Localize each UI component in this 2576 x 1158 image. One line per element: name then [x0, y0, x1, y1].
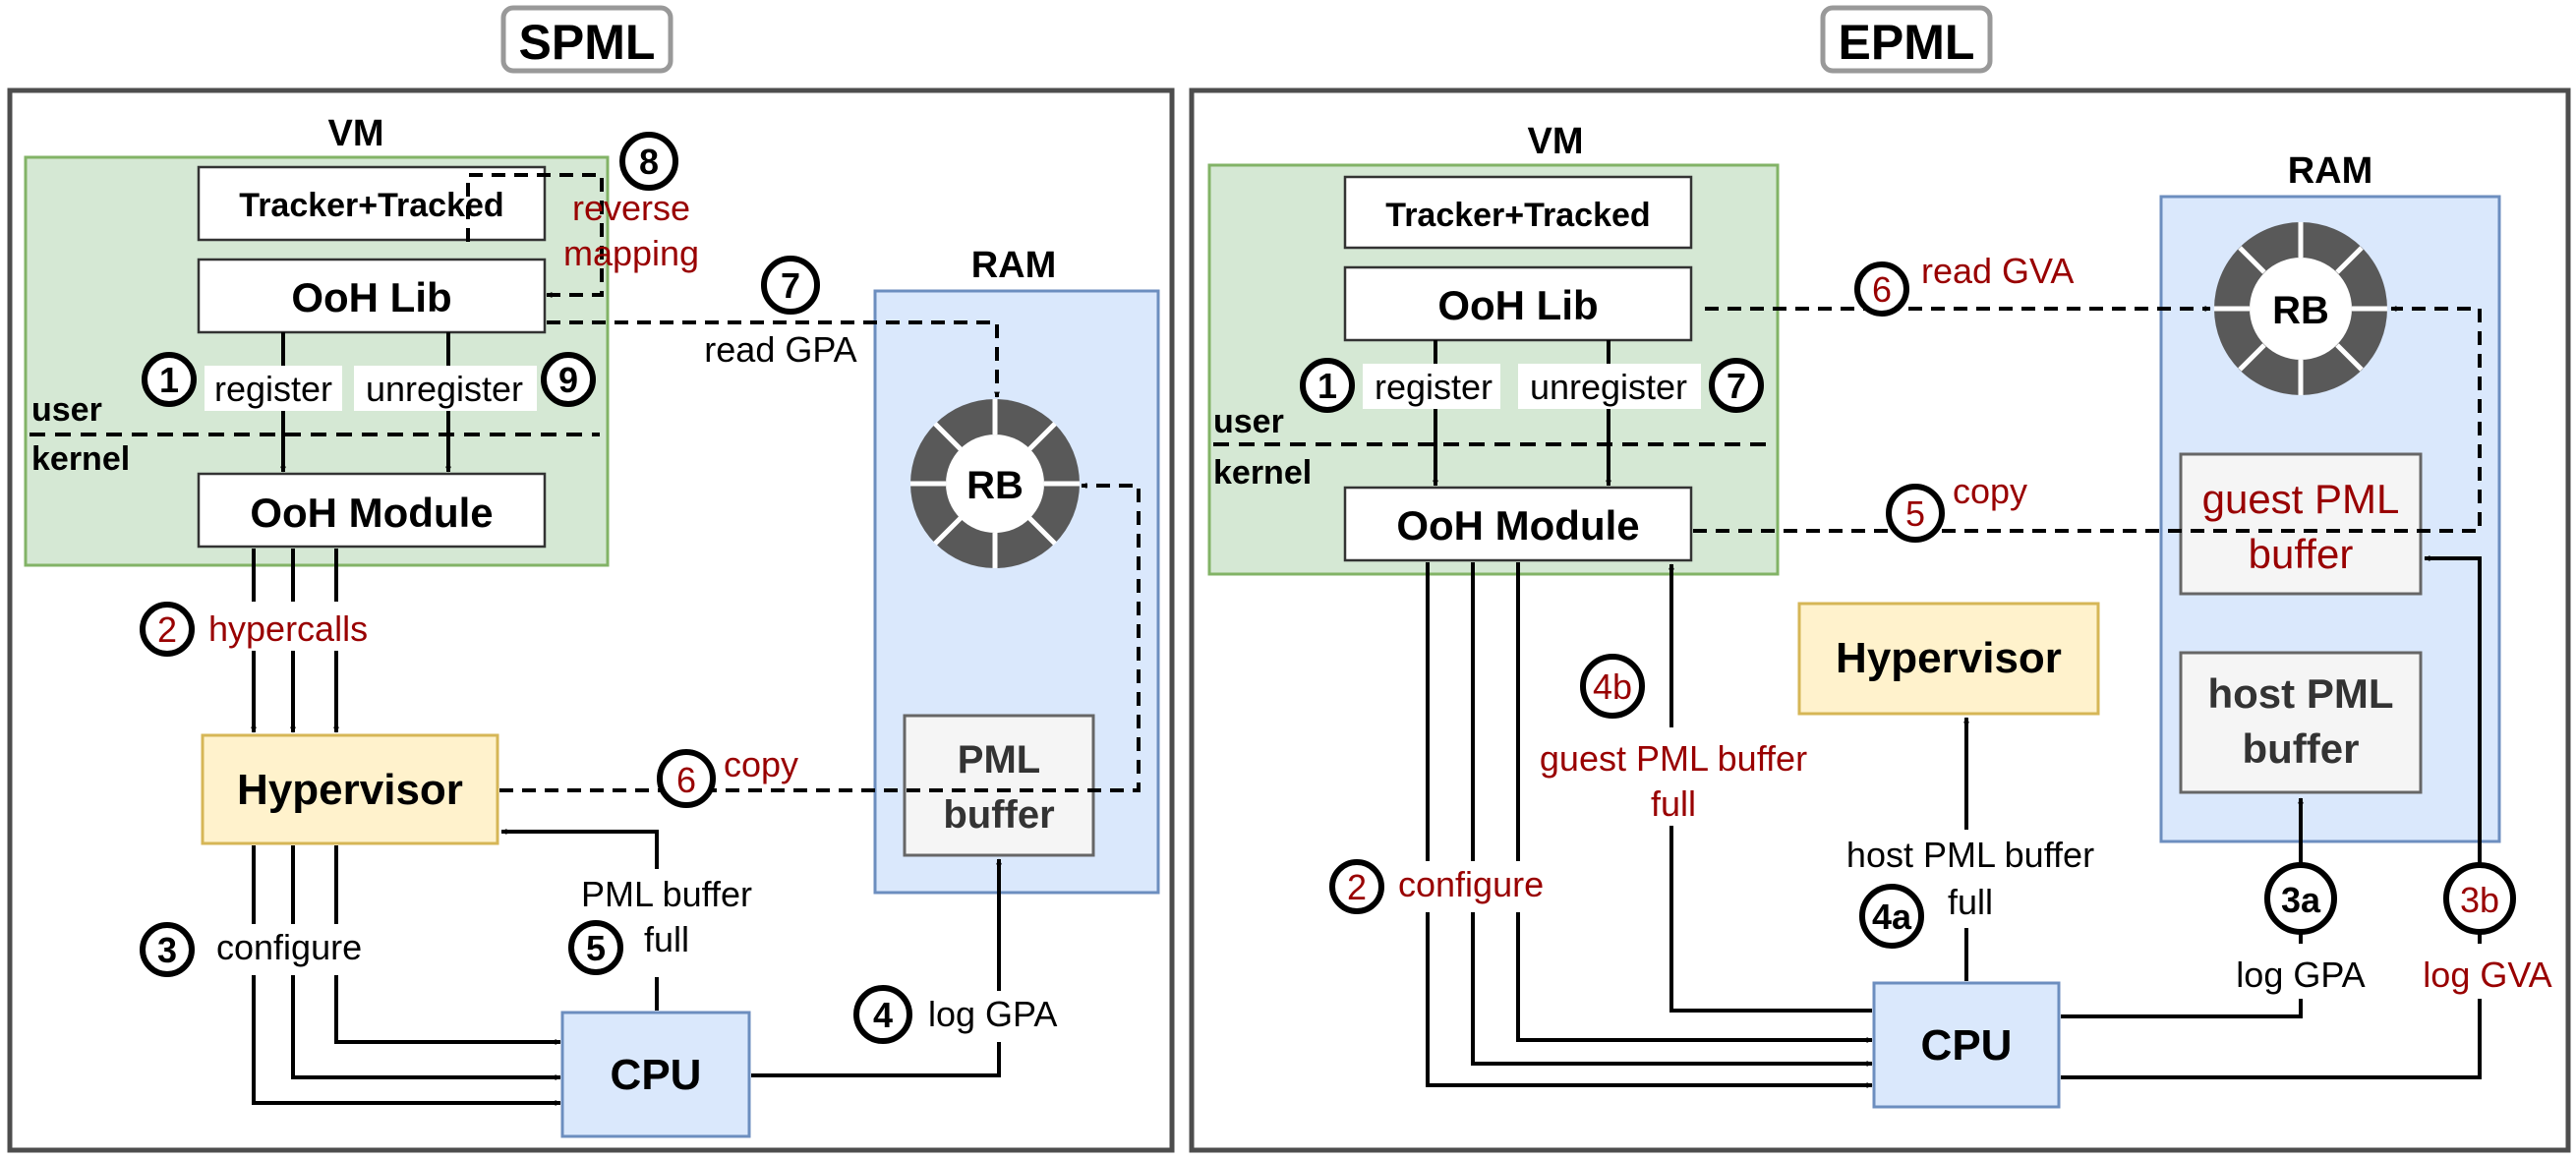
spml-step7-label: read GPA: [704, 329, 856, 370]
epml-tracker-box: [1343, 175, 1693, 250]
spml-ooh-lib-box: [197, 258, 547, 334]
epml-step1-num: 1: [1317, 366, 1337, 406]
spml-step2-num: 2: [157, 609, 177, 650]
epml-hypervisor-text: Hypervisor: [1836, 634, 2062, 682]
epml-step3a-label: log GPA: [2236, 955, 2365, 995]
spml-step1-num: 1: [159, 360, 179, 400]
spml-step8-label2: mapping: [563, 233, 699, 273]
epml-step6-label: read GVA: [1921, 251, 2074, 291]
epml-rb-icon: RB: [2214, 222, 2387, 395]
epml-hypervisor-box: [1797, 602, 2100, 716]
epml-kernel-label: kernel: [1213, 454, 1312, 492]
epml-step1-label: register: [1375, 367, 1493, 407]
epml-title: EPML: [1839, 15, 1975, 70]
epml-step3b-label: log GVA: [2423, 955, 2551, 995]
spml-kernel-label: kernel: [31, 440, 130, 478]
spml-hypervisor-box: [201, 733, 499, 845]
spml-step6-label: copy: [724, 744, 798, 784]
epml-step2-num: 2: [1347, 867, 1367, 907]
epml-step4a-label2: full: [1948, 882, 1993, 922]
epml-ooh-module-box: [1343, 486, 1693, 562]
epml-step5-label: copy: [1953, 471, 2027, 511]
epml-panel: EPML VM RAM Tracker+Tracked OoH Lib OoH …: [1189, 5, 2571, 1153]
epml-step2-label: configure: [1398, 864, 1544, 904]
epml-step4b-label1: guest PML buffer: [1540, 738, 1807, 779]
epml-step4a-num: 4a: [1872, 897, 1912, 937]
epml-ooh-module-text: OoH Module: [1396, 502, 1639, 549]
spml-ooh-lib-text: OoH Lib: [291, 274, 451, 320]
epml-cpu-text: CPU: [1921, 1021, 2013, 1070]
epml-guest-pml-1: guest PML: [2202, 476, 2400, 522]
spml-step7-num: 7: [781, 265, 800, 306]
epml-user-label: user: [1213, 403, 1284, 440]
spml-step5-label2: full: [644, 919, 689, 959]
spml-tracker-text: Tracker+Tracked: [239, 187, 503, 224]
spml-rb-text: RB: [966, 464, 1024, 507]
spml-tracker-box: [197, 165, 547, 242]
epml-step4b-num: 4b: [1593, 666, 1632, 707]
epml-host-pml-2: buffer: [2243, 725, 2360, 772]
epml-rb-text: RB: [2272, 289, 2329, 332]
spml-step4-label: log GPA: [928, 994, 1057, 1034]
spml-title-box: [500, 5, 673, 74]
epml-step4a-label1: host PML buffer: [1846, 835, 2094, 875]
epml-cpu-box: [1872, 981, 2061, 1109]
spml-rb-icon: RB: [910, 399, 1080, 568]
spml-cpu-text: CPU: [611, 1051, 702, 1099]
spml-step8-num: 8: [639, 142, 659, 182]
spml-step9-label: unregister: [366, 369, 523, 409]
spml-step3-num: 3: [157, 930, 177, 970]
epml-ooh-lib-box: [1343, 265, 1693, 342]
spml-ooh-module-box: [197, 472, 547, 549]
epml-guest-pml-2: buffer: [2249, 531, 2354, 577]
epml-step3b-num: 3b: [2460, 880, 2499, 920]
epml-ram-label: RAM: [2288, 150, 2373, 192]
epml-step5-num: 5: [1905, 493, 1925, 534]
spml-hypervisor-text: Hypervisor: [237, 766, 463, 814]
epml-step3a-num: 3a: [2281, 880, 2321, 920]
epml-ooh-lib-text: OoH Lib: [1437, 282, 1598, 328]
spml-step2-label: hypercalls: [208, 608, 368, 649]
epml-guest-pml-box: [2179, 452, 2423, 596]
spml-pml-buffer-1: PML: [958, 738, 1040, 782]
epml-title-box: [1820, 5, 1993, 74]
spml-vm-label: VM: [328, 113, 384, 154]
spml-step5-num: 5: [586, 928, 606, 968]
spml-step1-label: register: [214, 369, 332, 409]
spml-step4-num: 4: [873, 995, 893, 1035]
spml-pml-buffer-2: buffer: [943, 793, 1054, 837]
spml-step9-num: 9: [558, 360, 578, 400]
epml-tracker-text: Tracker+Tracked: [1385, 197, 1650, 234]
epml-step6-num: 6: [1872, 269, 1892, 310]
spml-step3-label: configure: [216, 927, 362, 967]
spml-step8-label1: reverse: [572, 188, 690, 228]
epml-vm-label: VM: [1528, 121, 1584, 162]
spml-ram-label: RAM: [971, 245, 1057, 286]
epml-step4b-label2: full: [1651, 783, 1696, 824]
epml-step7-label: unregister: [1530, 367, 1687, 407]
spml-cpu-box: [560, 1011, 751, 1138]
spml-ooh-module-text: OoH Module: [250, 490, 493, 536]
epml-host-pml-1: host PML: [2208, 670, 2394, 717]
spml-step6-num: 6: [676, 760, 696, 800]
spml-panel: SPML VM RAM Tracker+Tracked OoH Lib OoH …: [7, 5, 1175, 1153]
epml-host-pml-box: [2179, 651, 2423, 794]
spml-user-label: user: [31, 391, 102, 429]
spml-step5-label1: PML buffer: [581, 874, 752, 914]
epml-step7-num: 7: [1727, 366, 1746, 406]
spml-pml-buffer-box: [903, 714, 1095, 857]
spml-title: SPML: [519, 15, 656, 70]
